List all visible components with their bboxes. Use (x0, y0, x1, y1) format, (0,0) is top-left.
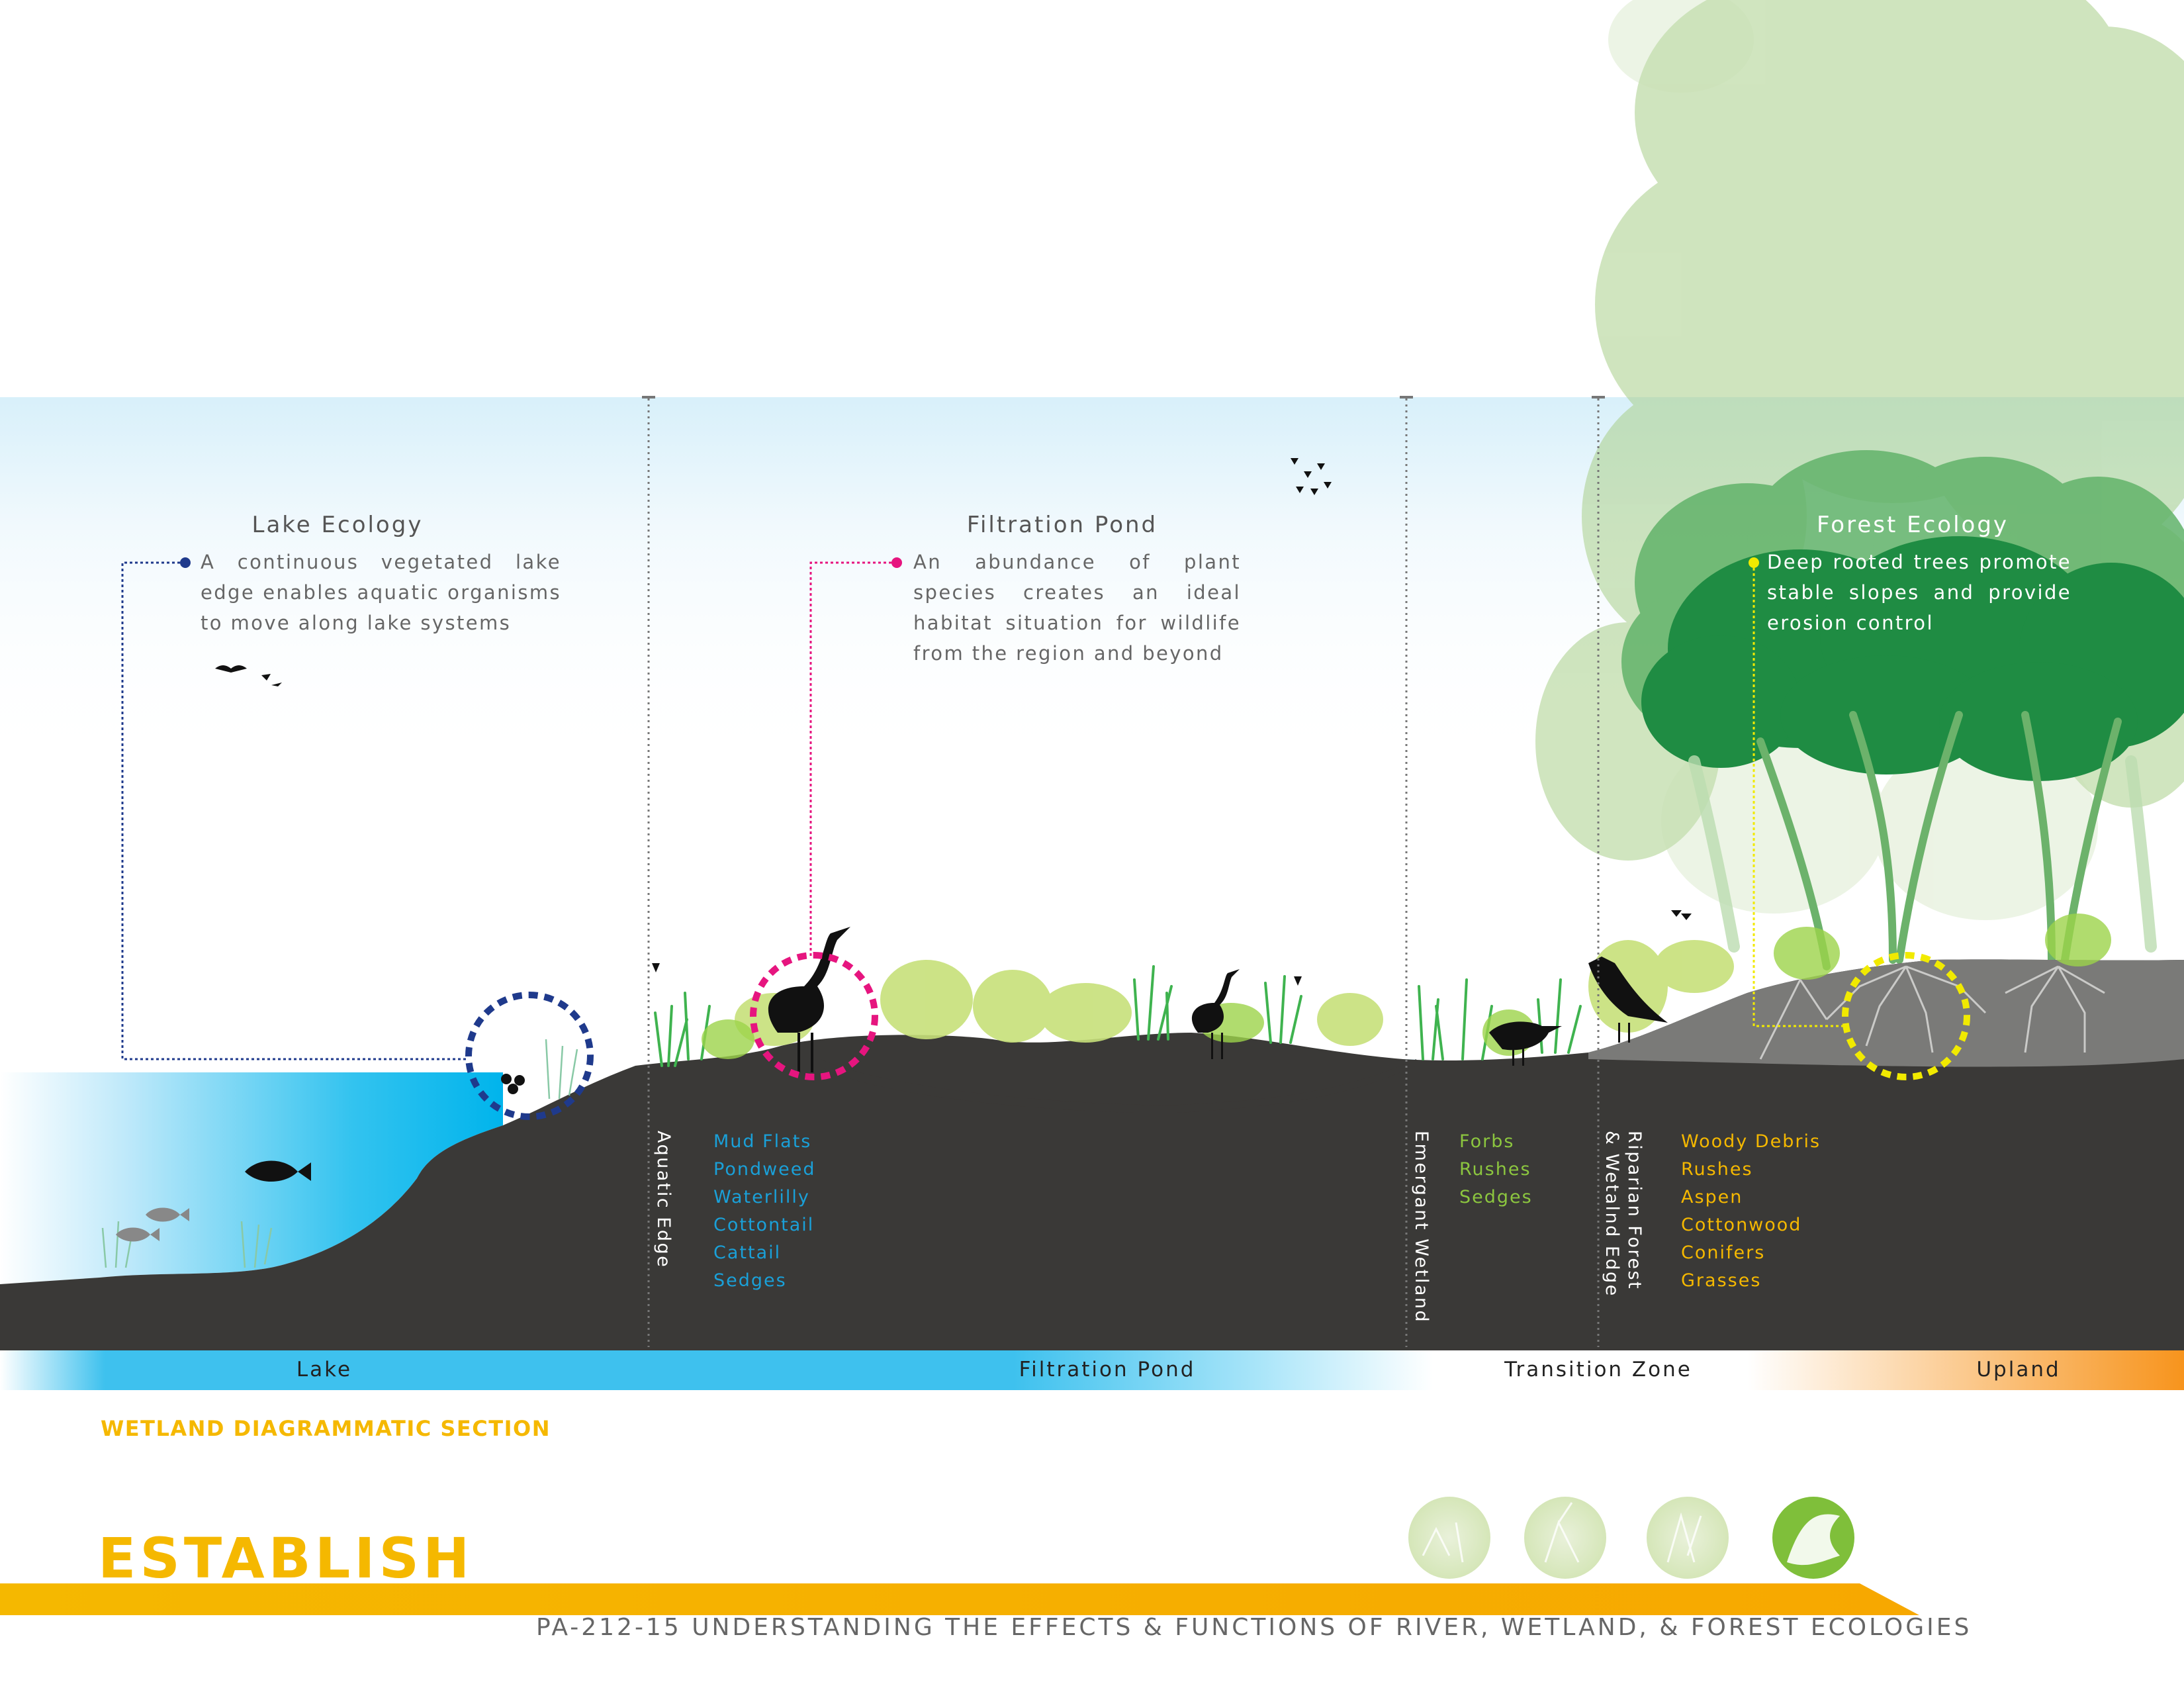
list-item: Woody Debris (1681, 1131, 1821, 1152)
zone-label-upland: Upland (1976, 1358, 2061, 1382)
filtration-pond-title: Filtration Pond (966, 512, 1158, 538)
aquatic-edge-label: Aquatic Edge (653, 1131, 674, 1269)
riparian-forest-wetland-edge-label: Riparian Forest & Wetalnd Edge (1602, 1131, 1645, 1297)
list-item: Cattail (713, 1243, 782, 1263)
zone-label-filtration-pond: Filtration Pond (1019, 1358, 1196, 1382)
pond-plant-list: Mud Flats Pondweed Waterlilly Cottontail… (713, 1128, 816, 1295)
lake-ecology-description: A continuous vegetated lake edge enables… (201, 551, 561, 634)
list-item: Mud Flats (713, 1131, 812, 1152)
list-item: Rushes (1459, 1159, 1531, 1180)
list-item: Rushes (1681, 1159, 1753, 1180)
emergant-wetland-label: Emergant Wetland (1411, 1131, 1432, 1324)
list-item: Cottonwood (1681, 1215, 1802, 1235)
list-item: Waterlilly (713, 1187, 810, 1207)
list-item: Sedges (713, 1270, 787, 1291)
list-item: Forbs (1459, 1131, 1515, 1152)
forest-ecology-title: Forest Ecology (1816, 512, 2009, 538)
forest-stage-icon (1772, 1497, 1854, 1579)
list-item: Conifers (1681, 1243, 1766, 1263)
upland-plant-list: Woody Debris Rushes Aspen Cottonwood Con… (1681, 1128, 1821, 1295)
list-item: Grasses (1681, 1270, 1762, 1291)
transition-stage-icon (1647, 1497, 1729, 1579)
diagram-section-label: WETLAND DIAGRAMMATIC SECTION (101, 1416, 551, 1441)
lake-ecology-title: Lake Ecology (251, 512, 424, 538)
transition-plant-list: Forbs Rushes Sedges (1459, 1128, 1533, 1211)
zone-label-lake: Lake (296, 1358, 353, 1382)
list-item: Cottontail (713, 1215, 815, 1235)
list-item: Sedges (1459, 1187, 1533, 1207)
footer-title: PA-212-15 UNDERSTANDING THE EFFECTS & FU… (536, 1614, 1972, 1641)
zone-label-transition-zone: Transition Zone (1504, 1358, 1692, 1382)
wetland-stage-icon (1524, 1497, 1606, 1579)
forest-ecology-description: Deep rooted trees promote stable slopes … (1767, 551, 2071, 634)
stage-title: ESTABLISH (98, 1526, 474, 1591)
list-item: Pondweed (713, 1159, 816, 1180)
lake-stage-icon (1408, 1497, 1490, 1579)
list-item: Aspen (1681, 1187, 1743, 1207)
filtration-pond-description: An abundance of plant species creates an… (913, 551, 1241, 665)
